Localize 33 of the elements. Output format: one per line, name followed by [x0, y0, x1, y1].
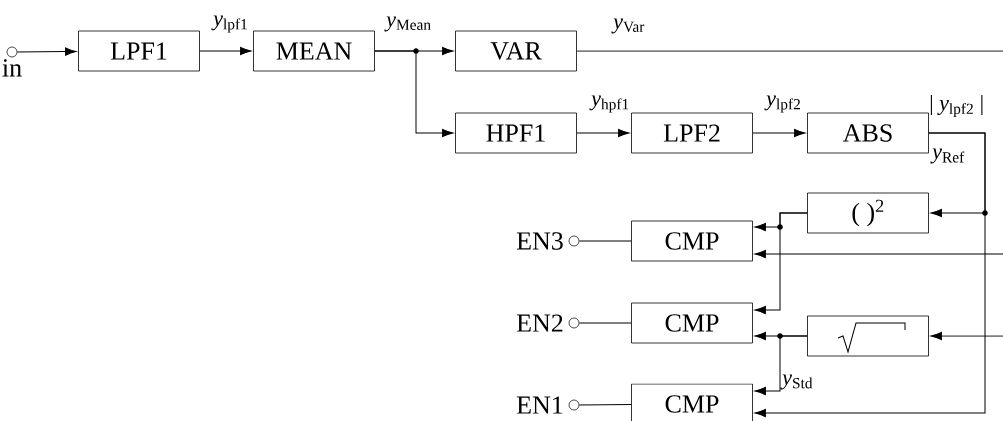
terminal-label: EN3: [516, 232, 563, 250]
signal-label: y$_{lpf1}$: [211, 15, 247, 33]
signal-label: y$_{lpf2}$: [764, 95, 800, 113]
process-box: CMP: [631, 302, 753, 344]
process-box: CMP: [631, 220, 753, 262]
signal-label: y$_{Mean}$: [384, 16, 431, 32]
signal-label: y$_{hpf1}$: [589, 95, 629, 113]
terminal-label: in: [2, 59, 22, 77]
arrow: [930, 331, 1003, 341]
arrow: [752, 128, 806, 138]
process-box: ABS: [807, 112, 929, 154]
terminal-label: EN2: [516, 314, 563, 332]
process-box: HPF1: [455, 112, 577, 154]
arrow: [576, 128, 630, 138]
arrow: [754, 212, 808, 315]
arrow: [754, 335, 808, 396]
signal-label: y$_{Std}$: [780, 374, 813, 390]
terminal-label: EN1: [516, 396, 563, 414]
signal-label: y$_{Var}$: [611, 18, 645, 34]
process-box: ( )$^{2}$: [807, 192, 929, 234]
arrow: [16, 47, 77, 56]
signal-label: | y$_{lpf2}$ |: [930, 94, 983, 118]
process-box: LPF2: [631, 112, 753, 154]
signal-label: y$_{Ref}$: [930, 148, 965, 164]
process-box: CMP: [631, 383, 753, 421]
arrow: [754, 132, 986, 418]
arrow: [374, 50, 454, 138]
square-root-box: [807, 315, 929, 357]
arrow: [199, 46, 252, 56]
process-box: MEAN: [253, 30, 375, 72]
arrow: [754, 249, 1003, 259]
process-box: VAR: [455, 30, 577, 72]
process-box: LPF1: [78, 30, 200, 72]
